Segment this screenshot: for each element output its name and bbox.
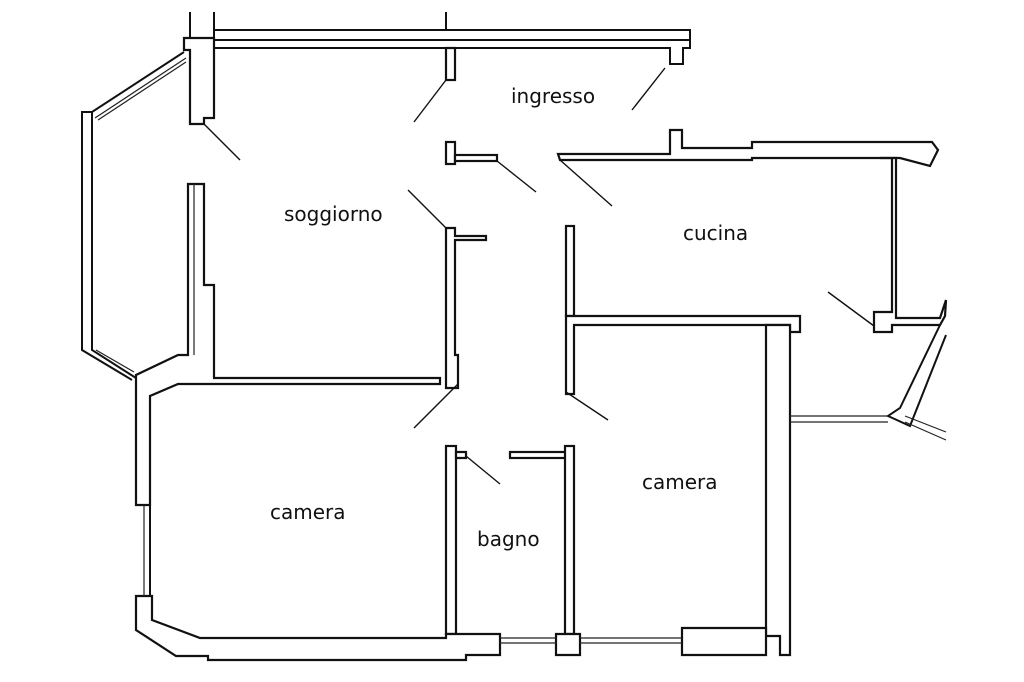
wall-kitchen [556, 128, 948, 396]
room-label-soggiorno: soggiorno [284, 202, 383, 226]
wall-top [189, 12, 691, 82]
wall-center [444, 140, 499, 390]
room-label-cucina: cucina [683, 221, 749, 245]
room-label-bagno: bagno [477, 527, 540, 551]
room-label-camera-left: camera [270, 500, 346, 524]
wall-bottom [134, 505, 768, 662]
room-label-ingresso: ingresso [511, 84, 596, 108]
door-swings [203, 67, 875, 485]
wall-left-living [134, 36, 442, 507]
room-label-camera-right: camera [642, 470, 718, 494]
wall-right [764, 323, 947, 657]
bay-window [81, 51, 187, 381]
